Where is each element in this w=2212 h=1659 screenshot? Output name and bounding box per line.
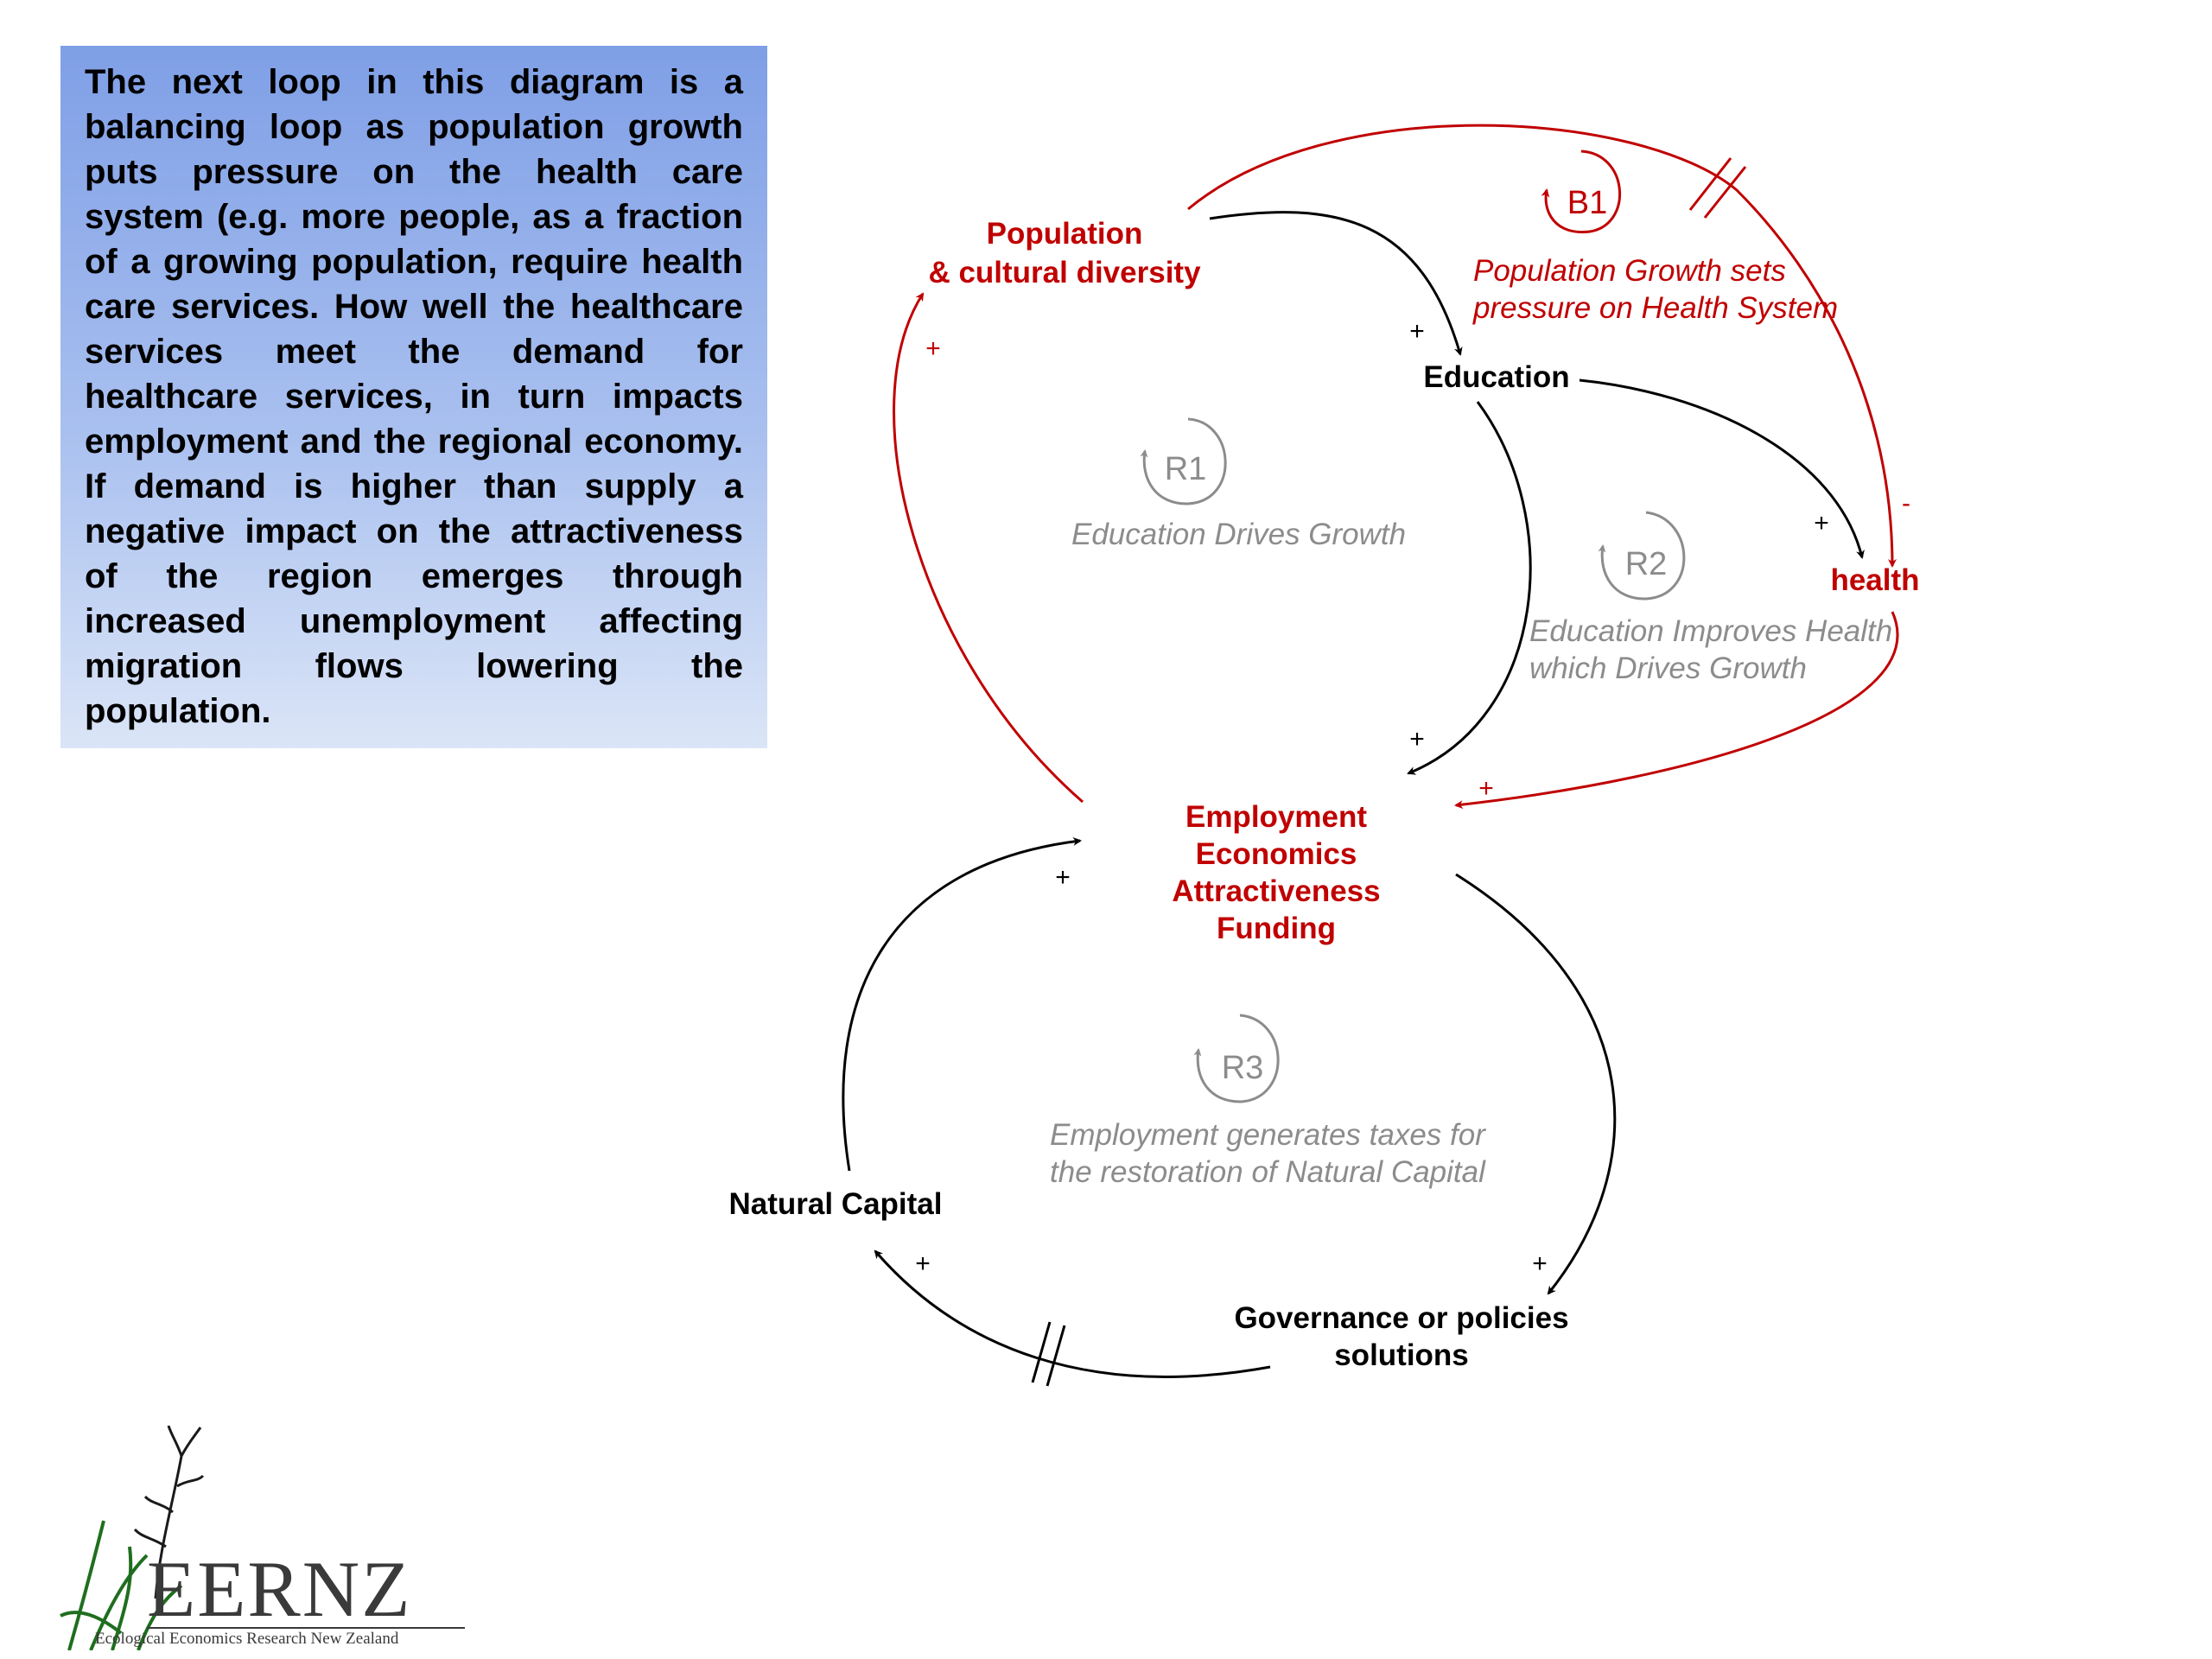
loop-b1-description-1: Population Growth sets bbox=[1473, 254, 1786, 288]
polarity-employment-population: + bbox=[925, 334, 941, 363]
node-employment-line3: Attractiveness bbox=[1172, 874, 1380, 908]
node-population: Population & cultural diversity bbox=[928, 217, 1201, 289]
loop-r2-description-2: which Drives Growth bbox=[1529, 652, 1807, 685]
node-governance: Governance or policies solutions bbox=[1234, 1301, 1568, 1372]
polarity-governance-natural-capital: + bbox=[915, 1249, 931, 1278]
flax-plant-icon bbox=[133, 1425, 205, 1599]
link-education-to-health bbox=[1579, 378, 1865, 559]
loop-r2-arrow bbox=[1598, 511, 1686, 601]
polarity-education-health: + bbox=[1814, 509, 1829, 537]
polarity-population-education: + bbox=[1409, 317, 1425, 346]
explanation-box: The next loop in this diagram is a balan… bbox=[60, 46, 767, 748]
loop-r3-description-2: the restoration of Natural Capital bbox=[1050, 1155, 1486, 1189]
loop-r3-label: R3 bbox=[1222, 1050, 1264, 1086]
node-employment-line4: Funding bbox=[1217, 912, 1336, 945]
polarity-employment-governance: + bbox=[1532, 1249, 1548, 1278]
node-health: health bbox=[1830, 563, 1919, 597]
node-education: Education bbox=[1423, 360, 1569, 394]
logo-text: EERNZ bbox=[147, 1545, 411, 1633]
loop-b1: B1 bbox=[1541, 149, 1621, 234]
loop-r2-label: R2 bbox=[1625, 546, 1668, 582]
node-governance-line1: Governance or policies bbox=[1234, 1301, 1568, 1335]
node-employment-line1: Employment bbox=[1185, 800, 1367, 834]
link-population-to-education bbox=[1209, 211, 1463, 356]
flax-leaves-icon bbox=[60, 1520, 183, 1650]
loop-b1-description-2: pressure on Health System bbox=[1472, 291, 1838, 325]
node-employment-line2: Economics bbox=[1196, 837, 1357, 871]
loop-r2-description-1: Education Improves Health bbox=[1529, 614, 1892, 648]
delay-mark-governance bbox=[1031, 1321, 1066, 1387]
loop-r1-description: Education Drives Growth bbox=[1071, 518, 1406, 551]
delay-mark-b1 bbox=[1688, 157, 1747, 219]
link-governance-to-natural-capital bbox=[874, 1249, 1271, 1378]
node-governance-line2: solutions bbox=[1334, 1338, 1469, 1372]
link-natural-capital-to-employment bbox=[842, 837, 1082, 1172]
node-natural-capital: Natural Capital bbox=[729, 1187, 943, 1221]
polarity-health-employment: + bbox=[1478, 774, 1494, 803]
node-population-line1: Population bbox=[987, 217, 1143, 251]
link-employment-to-governance bbox=[1455, 873, 1617, 1295]
loop-b1-label: B1 bbox=[1567, 185, 1607, 221]
loop-r2: R2 bbox=[1598, 511, 1686, 601]
loop-r1: R1 bbox=[1140, 417, 1227, 505]
loop-r3-arrow bbox=[1193, 1014, 1280, 1103]
loop-r3: R3 bbox=[1193, 1014, 1280, 1103]
loop-r1-label: R1 bbox=[1165, 451, 1207, 487]
polarity-population-health: - bbox=[1902, 489, 1910, 518]
eernz-logo: EERNZ Ecological Economics Research New … bbox=[60, 1425, 465, 1650]
loop-r1-arrow bbox=[1140, 417, 1227, 505]
logo-subtitle: Ecological Economics Research New Zealan… bbox=[95, 1630, 399, 1648]
loop-b1-arrow bbox=[1541, 149, 1621, 234]
link-employment-to-population bbox=[893, 292, 1084, 804]
link-health-to-employment bbox=[1454, 611, 1899, 810]
link-education-to-employment bbox=[1407, 401, 1532, 775]
node-employment: Employment Economics Attractiveness Fund… bbox=[1172, 800, 1380, 945]
node-population-line2: & cultural diversity bbox=[928, 256, 1201, 289]
explanation-text: The next loop in this diagram is a balan… bbox=[85, 63, 743, 730]
link-population-to-health bbox=[1187, 124, 1897, 568]
loop-r3-description-1: Employment generates taxes for bbox=[1050, 1118, 1486, 1152]
polarity-education-employment: + bbox=[1409, 725, 1425, 753]
polarity-natural-capital-employment: + bbox=[1055, 863, 1071, 892]
